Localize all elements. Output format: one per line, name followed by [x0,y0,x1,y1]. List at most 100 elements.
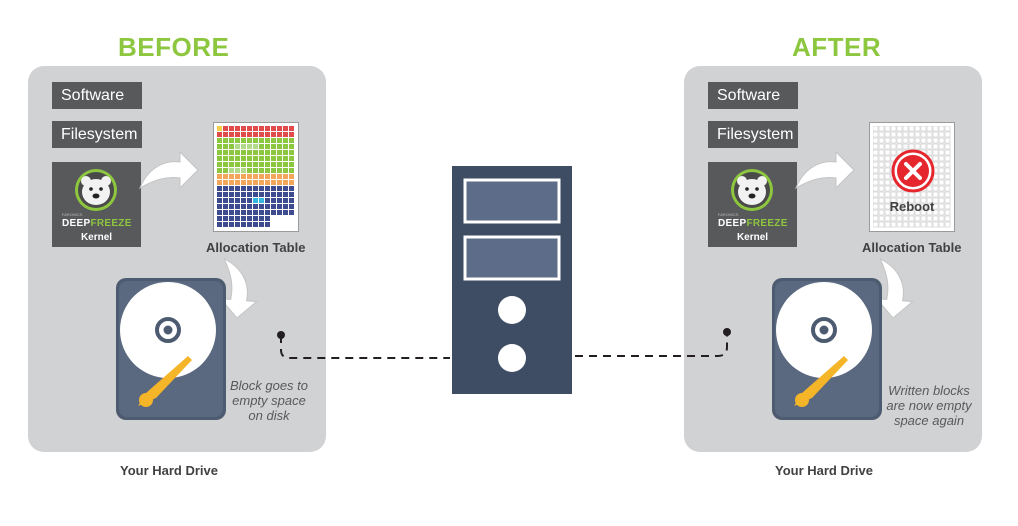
allocation-cell [229,150,234,155]
allocation-cell [241,180,246,185]
allocation-cell [283,186,288,191]
allocation-cell [926,143,933,150]
allocation-cell [241,186,246,191]
allocation-cell [235,150,240,155]
allocation-cell [938,179,945,186]
allocation-cell [253,144,258,149]
allocation-cell [289,216,294,221]
allocation-cell [878,131,885,138]
allocation-cell [872,143,879,150]
allocation-cell [223,192,228,197]
bear-icon [75,169,117,211]
allocation-cell [265,174,270,179]
before-kernel-box: FARONICS DEEPFREEZE Kernel [52,162,141,247]
allocation-cell [217,198,222,203]
allocation-cell [223,186,228,191]
allocation-cell [235,144,240,149]
allocation-cell [944,197,951,204]
allocation-cell [277,198,282,203]
before-filesystem-layer: Filesystem [52,121,142,148]
allocation-cell [872,167,879,174]
allocation-cell [277,174,282,179]
allocation-cell [247,204,252,209]
allocation-cell [884,161,891,168]
allocation-cell [878,221,885,228]
after-software-layer: Software [708,82,798,109]
allocation-cell [926,197,933,204]
allocation-cell [223,150,228,155]
after-allocation-table: Reboot [869,122,955,232]
allocation-cell [271,210,276,215]
allocation-cell [223,180,228,185]
allocation-cell [932,185,939,192]
allocation-cell [271,216,276,221]
allocation-cell [217,144,222,149]
allocation-cell [265,132,270,137]
allocation-cell [289,174,294,179]
allocation-cell [235,198,240,203]
allocation-cell [223,132,228,137]
reboot-x-icon [891,149,935,193]
allocation-cell [878,137,885,144]
allocation-cell [932,131,939,138]
allocation-cell [872,149,879,156]
allocation-cell [247,222,252,227]
allocation-cell [217,168,222,173]
allocation-cell [277,204,282,209]
allocation-cell [938,221,945,228]
allocation-cell [229,192,234,197]
allocation-cell [259,216,264,221]
allocation-cell [884,149,891,156]
allocation-cell [229,138,234,143]
allocation-cell [944,215,951,222]
allocation-cell [890,143,897,150]
allocation-cell [932,203,939,210]
allocation-cell [920,125,927,132]
allocation-cell [229,186,234,191]
after-filesystem-layer: Filesystem [708,121,798,148]
allocation-cell [271,198,276,203]
allocation-cell [289,168,294,173]
bear-icon [731,169,773,211]
allocation-cell [938,209,945,216]
before-allocation-table [213,122,299,232]
allocation-cell [926,191,933,198]
allocation-cell [241,150,246,155]
allocation-cell [229,210,234,215]
after-kernel-label: Kernel [736,232,769,243]
allocation-cell [253,222,258,227]
allocation-cell [938,215,945,222]
allocation-cell [944,155,951,162]
allocation-cell [944,203,951,210]
allocation-cell [247,198,252,203]
allocation-cell [944,179,951,186]
allocation-cell [872,137,879,144]
allocation-cell [914,221,921,228]
allocation-cell [908,137,915,144]
allocation-cell [944,149,951,156]
allocation-cell [878,209,885,216]
allocation-cell [896,203,903,210]
allocation-cell [283,150,288,155]
allocation-cell [259,186,264,191]
allocation-cell [277,210,282,215]
allocation-cell [271,126,276,131]
allocation-cell [271,168,276,173]
allocation-cell [884,179,891,186]
allocation-cell [884,125,891,132]
allocation-cell [896,221,903,228]
before-note: Block goes to empty space on disk [229,378,309,423]
allocation-cell [253,198,258,203]
allocation-cell [914,131,921,138]
allocation-cell [217,126,222,131]
before-allocation-label: Allocation Table [206,240,306,255]
allocation-cell [944,173,951,180]
allocation-cell [902,209,909,216]
after-deepfreeze-logo: DEEPFREEZE [718,218,788,229]
allocation-cell [277,180,282,185]
allocation-cell [235,168,240,173]
after-caption: Your Hard Drive [775,463,874,478]
allocation-cell [229,168,234,173]
allocation-cell [253,192,258,197]
reboot-label: Reboot [889,199,935,214]
